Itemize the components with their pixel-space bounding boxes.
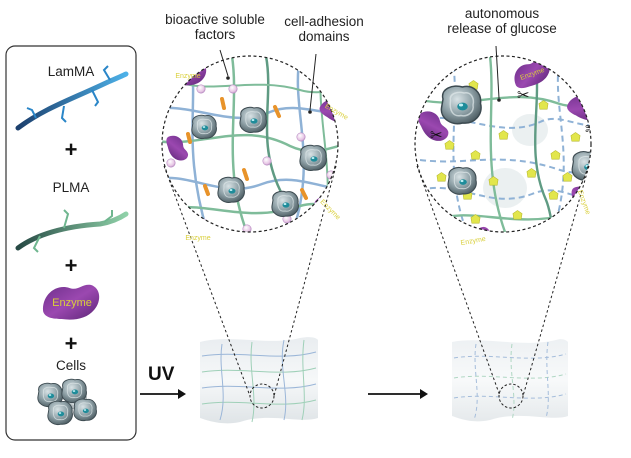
enzyme-label: Enzyme [175,73,200,80]
plma-chain [15,209,129,253]
release-line-1: autonomous [464,6,540,21]
bioactive-factors-label: bioactive soluble factors [150,12,280,42]
bioactive-line-1: bioactive soluble [165,12,265,27]
bioactive-line-2: factors [194,27,236,42]
scissors-icon: ✂ [572,212,585,230]
plma-label: PLMA [52,180,90,195]
scissors-icon: ✂ [585,120,598,138]
enzyme-label: Enzyme [576,189,591,215]
zoom-network-degrading: ✂ ✂ ✂ ✂ ✂ [414,55,598,240]
enzyme-label: Enzyme [460,236,486,247]
cells-label: Cells [55,358,86,373]
arrow-right-icon [368,389,428,399]
glucose-release-label: autonomous release of glucose [432,6,572,36]
enzyme-label: Enzyme [52,297,92,309]
enzyme-label: Enzyme [185,235,210,242]
zoom-network-crosslinked [161,55,339,233]
uv-label: UV [148,364,175,385]
adhesion-line-1: cell-adhesion [284,14,364,29]
adhesion-line-2: domains [298,29,350,44]
cell-adhesion-label: cell-adhesion domains [274,14,374,44]
scissors-icon: ✂ [517,86,530,104]
arrow-right-icon [140,389,186,399]
scissors-icon: ✂ [470,222,483,240]
components-box [5,45,137,441]
lamma-label: LamMA [47,64,95,79]
plus-sign: + [64,253,78,278]
crosslinked-gel [200,337,318,424]
plus-sign: + [64,137,78,162]
lamma-chain [15,65,129,131]
scissors-icon: ✂ [430,126,443,144]
plus-sign: + [64,331,78,356]
enzyme-label: Enzyme [319,199,342,222]
degraded-gel [452,339,568,422]
release-line-2: release of glucose [447,21,557,36]
